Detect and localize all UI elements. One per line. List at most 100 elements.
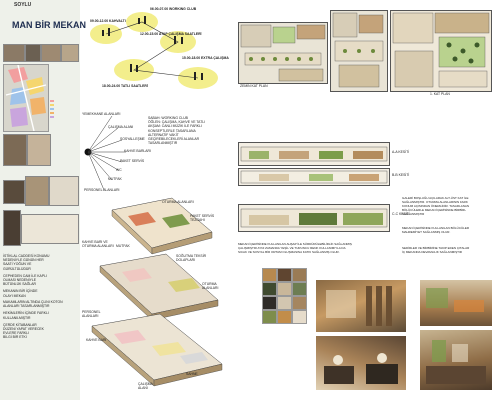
design-note: ÇERDE KİTABANLAR (3, 322, 37, 327)
design-line: SAĞLANMIŞTIR. OTURMA ALANLARININ FARK (402, 200, 468, 204)
site-note: MEKANIN BİR İÇİNDE (3, 289, 38, 294)
site-note: NEDENİYLE GÜNÜN HER (3, 258, 44, 263)
axon-label: PAKET SERVİS TEZGAHI (190, 214, 215, 223)
design-line: İÇ MEKANDA DEVAMLILIK SAĞLANMIŞTIR (402, 250, 462, 254)
material-swatch (262, 296, 277, 310)
design-notes: MAKAMLARIN ALTINDA ÇLINI KOTON ALANLARI … (3, 300, 78, 340)
concept-line: ÖĞLEN: ÇALIŞMA, KAHVE VE TATLI (148, 120, 206, 125)
interior-render-3 (316, 336, 406, 390)
function-label: KAHVE BARLARI (124, 149, 151, 153)
site-note: İSTİKLAL CADDESİ KONUMU (3, 254, 50, 258)
axon-label: ÇALIŞMA ALANI (138, 382, 153, 391)
site-map (3, 64, 49, 132)
function-diagram: YEMEKHANE ALANLARI ÇALIŞMA ALANI SOSYALL… (82, 108, 232, 194)
design-line: GALERİ BOŞLUĞU AÇILARAK ALT-ÜST KAT İLE (402, 196, 469, 200)
section-c (238, 204, 390, 232)
site-note: BÜTÜNLÜK SAĞLAR (3, 282, 36, 287)
render-1-graphic (326, 286, 392, 326)
site-photo-4 (61, 44, 79, 62)
section-c-graphic (240, 208, 388, 228)
site-note: SAATİ YOĞUN VE (3, 262, 32, 267)
material-swatch (277, 296, 292, 310)
design-line: BÖLÜCÜLERLE MEKAN İÇERİSİNDE BİRBİRL (402, 208, 467, 212)
site-note: OLMASI NEDENİYLE (3, 278, 36, 283)
site-note: OLAYI MEKAN (3, 293, 26, 298)
concept-line: ALTERNATİF VAKİT (148, 132, 179, 137)
material-swatch (292, 296, 307, 310)
ground-floor-plan (238, 22, 328, 84)
map-graphic (5, 64, 47, 132)
material-swatch (262, 282, 277, 296)
axon-label: SOĞUTMA TEKSİR DOLAPLARI (176, 254, 207, 263)
concept-line: TASARLANMIŞTIR (148, 141, 178, 146)
function-label: WC (116, 168, 122, 172)
function-label: SOSYALLEŞME (120, 137, 145, 141)
interior-render-4 (420, 330, 492, 390)
concept-description: SABAH: WORKING CLUB ÖĞLEN: ÇALIŞMA, KAHV… (148, 116, 205, 145)
plan-label: 1. KAT PLAN (430, 92, 450, 96)
design-line: KONUM AÇISINDAN ÖNEMLİDİR. TASARLANAN (402, 204, 470, 208)
street-elevation (21, 214, 79, 244)
legend-swatch (50, 108, 54, 110)
site-photo-1 (3, 44, 25, 62)
material-line: ÇALIŞMIŞTIR AYNI ZAMANDA YEŞİL VE TURUNC… (238, 246, 346, 250)
design-text-2: MEKAN İÇERİSİNDE KULLANILAN BÖLÜCÜLER MA… (402, 226, 494, 234)
ground-plan-graphic (240, 24, 326, 82)
scenario-label: 12.00-15.00 ATAP ÇALIŞMA SAATLERİ (140, 32, 202, 36)
material-palette (262, 268, 308, 352)
first-plan-graphic (332, 12, 384, 88)
section-label: C-C KESİTİ (392, 212, 410, 216)
section-a (238, 142, 390, 166)
first-floor-plan-left (330, 10, 388, 92)
building-photo-1 (3, 134, 27, 166)
section-a-graphic (240, 146, 388, 162)
design-note: HEKİMLERİN İÇİNDE FARKLI (3, 311, 49, 316)
scenario-diagram: 06.00-07.00 WORKING CLUB 09.00-12.00 KAH… (82, 4, 232, 100)
material-swatch (292, 310, 307, 324)
design-note: MAKAMLARIN ALTINDA ÇLINI KOTON (3, 300, 63, 304)
material-swatch (262, 268, 277, 282)
author-name: SOYLU (14, 2, 32, 8)
site-note: CEPHEDEN CAM İLE KAPLI (3, 273, 47, 278)
site-photo-3 (41, 44, 61, 62)
site-notes: İSTİKLAL CADDESİ KONUMU NEDENİYLE GÜNÜN … (3, 254, 63, 298)
design-text-1: GALERİ BOŞLUĞU AÇILARAK ALT-ÜST KAT İLE … (402, 196, 494, 216)
material-swatch (292, 282, 307, 296)
design-note: EVLERE FARKLI (3, 331, 30, 336)
function-rays (84, 115, 126, 191)
scenario-label: 18.00-24.00 TATLI SAATLERİ (102, 84, 148, 88)
design-line: MAHREMİYET SAĞLANMIŞ OLUR. (402, 230, 451, 234)
legend-swatch (50, 100, 54, 102)
scenario-label: 06.00-07.00 WORKING CLUB (150, 7, 197, 11)
exploded-axonometric: KAHVE BARI VE OTURMA ALANLARI OTURMA ALA… (82, 196, 232, 396)
building-photo-2 (27, 134, 51, 166)
render-2-graphic (426, 288, 484, 312)
material-line: SICAK VE SOSYAL BİR ORTAM OLUŞMASINA KAT… (238, 250, 340, 254)
section-b-graphic (240, 170, 388, 184)
scenario-label: 09.00-12.00 KAHVALTI (90, 19, 126, 23)
function-label: ÇALIŞMA ALANI (108, 125, 134, 129)
material-swatch (262, 310, 277, 324)
building-photo-4 (25, 176, 49, 206)
scenario-bubbles (90, 12, 218, 89)
section-b (238, 168, 390, 186)
material-swatch (277, 282, 292, 296)
design-note: DÜZENİ YAPAT VERECEK (3, 327, 44, 332)
map-legend (50, 100, 54, 120)
design-note: KULLANILMIŞTIR (3, 315, 31, 320)
section-label: B-B KESİTİ (392, 173, 410, 177)
axon-label: OTURMA ALANLARI (162, 200, 194, 204)
concept-line: SABAH: WORKING CLUB (148, 116, 188, 120)
first-floor-plan-right (390, 10, 492, 92)
site-photo-2 (25, 44, 41, 62)
material-swatch (277, 310, 292, 324)
facade-drawing (49, 176, 79, 206)
axon-label: OTURMA ALANLARI (202, 282, 219, 291)
function-label: YEMEKHANE ALANLARI (82, 112, 121, 116)
axon-label: KAHVE BARI VE OTURMA ALANLARI (82, 240, 114, 249)
legend-swatch (50, 116, 54, 118)
design-note: ALANLARI TASARLANMIŞTIR (3, 304, 50, 309)
render-4-graphic (426, 340, 486, 384)
plan-label: ZEMİN KAT PLAN (240, 84, 268, 88)
interior-render-1 (316, 280, 406, 332)
